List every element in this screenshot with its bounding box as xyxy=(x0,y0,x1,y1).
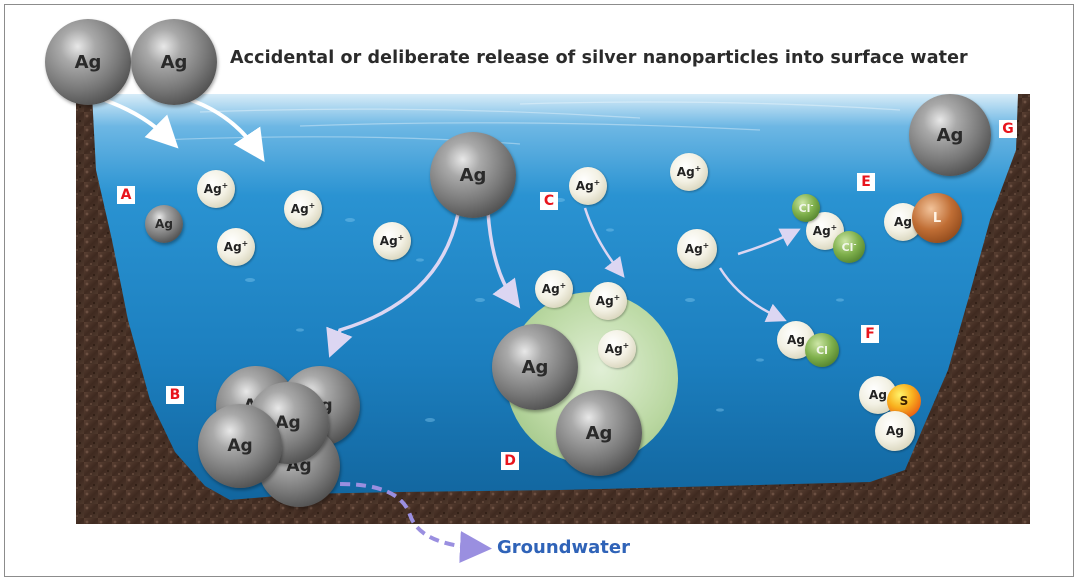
sorbed-silver-ion-3: Ag+ xyxy=(598,330,636,368)
groundwater-label: Groundwater xyxy=(497,537,630,558)
released-nanoparticle-1: Ag xyxy=(45,19,131,105)
silver-ion-a1: Ag+ xyxy=(197,170,235,208)
arrow-to-coating xyxy=(486,211,521,309)
silver-ion-a2: Ag+ xyxy=(284,190,322,228)
sorbed-silver-ion-1: Ag+ xyxy=(535,270,573,308)
arrow-ion-sorption xyxy=(583,207,625,278)
label-b: B xyxy=(166,386,184,404)
label-d: D xyxy=(501,452,519,470)
small-nanoparticle-a: Ag xyxy=(145,205,183,243)
coated-nanoparticle-2: Ag xyxy=(556,390,642,476)
silver-ion-complexation: Ag+ xyxy=(677,229,717,269)
released-nanoparticle-2: Ag xyxy=(131,19,217,105)
label-g: G xyxy=(999,120,1017,138)
label-f: F xyxy=(861,325,879,343)
silver-ion-c1: Ag+ xyxy=(569,167,607,205)
chloride-ion-e2: Cl- xyxy=(833,231,865,263)
center-nanoparticle: Ag xyxy=(430,132,516,218)
chloride-f: Cl xyxy=(805,333,839,367)
silver-ion-a4: Ag+ xyxy=(373,222,411,260)
aggregate-particle-5: Ag xyxy=(198,404,282,488)
arrow-to-precipitate xyxy=(718,267,787,322)
arrow-to-complex xyxy=(737,228,801,256)
label-a: A xyxy=(117,186,135,204)
chloride-ion-e1: Cl- xyxy=(792,194,820,222)
fish-school xyxy=(245,198,844,422)
silver-ion-a3: Ag+ xyxy=(217,228,255,266)
groundwater-arrow xyxy=(339,482,492,563)
ligand-l: L xyxy=(912,193,962,243)
silver-f-sulfide-2: Ag xyxy=(875,411,915,451)
silver-ion-c2: Ag+ xyxy=(670,153,708,191)
nanoparticle-g: Ag xyxy=(909,94,991,176)
arrow-to-aggregation xyxy=(326,213,460,358)
diagram-title: Accidental or deliberate release of silv… xyxy=(230,48,968,68)
label-e: E xyxy=(857,173,875,191)
coated-nanoparticle-1: Ag xyxy=(492,324,578,410)
sorbed-silver-ion-2: Ag+ xyxy=(589,282,627,320)
label-c: C xyxy=(540,192,558,210)
